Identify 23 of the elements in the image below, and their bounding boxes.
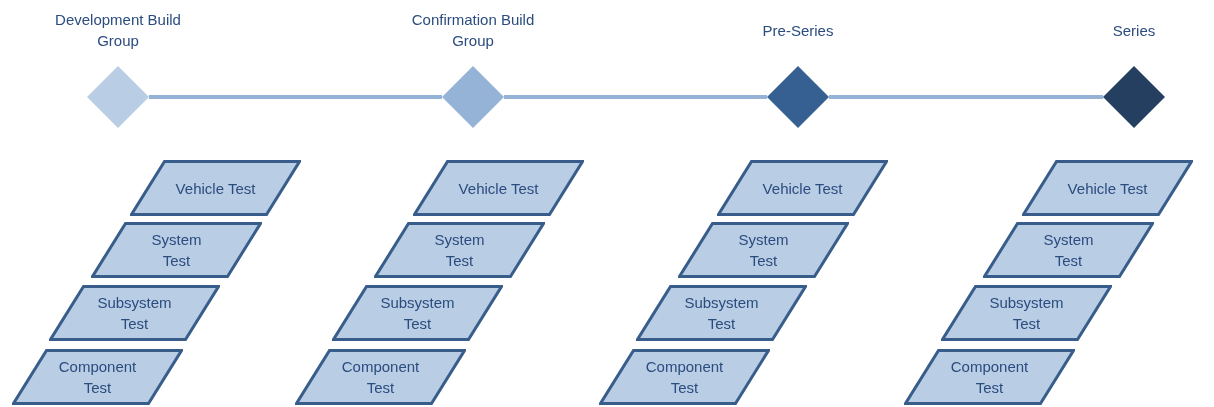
test-label: Component Test [644,357,725,398]
test-label: Component Test [57,357,138,398]
test-label: System Test [737,230,790,271]
milestone-label: Development Build Group [54,10,182,51]
connector-line [504,95,767,99]
connector-line [829,95,1103,99]
test-label: Vehicle Test [175,178,256,199]
test-label: System Test [150,230,203,271]
test-label: Subsystem Test [379,293,456,334]
test-label: System Test [1042,230,1095,271]
test-label: Vehicle Test [458,178,539,199]
test-label: Subsystem Test [988,293,1065,334]
milestone-label: Pre-Series [762,20,834,41]
test-label: Component Test [340,357,421,398]
test-label: Subsystem Test [96,293,173,334]
test-label: Vehicle Test [1067,178,1148,199]
test-label: Component Test [949,357,1030,398]
connector-line [149,95,442,99]
test-label: System Test [433,230,486,271]
milestone-label: Confirmation Build Group [410,10,536,51]
test-label: Subsystem Test [683,293,760,334]
test-label: Vehicle Test [762,178,843,199]
milestone-label: Series [1112,20,1156,41]
